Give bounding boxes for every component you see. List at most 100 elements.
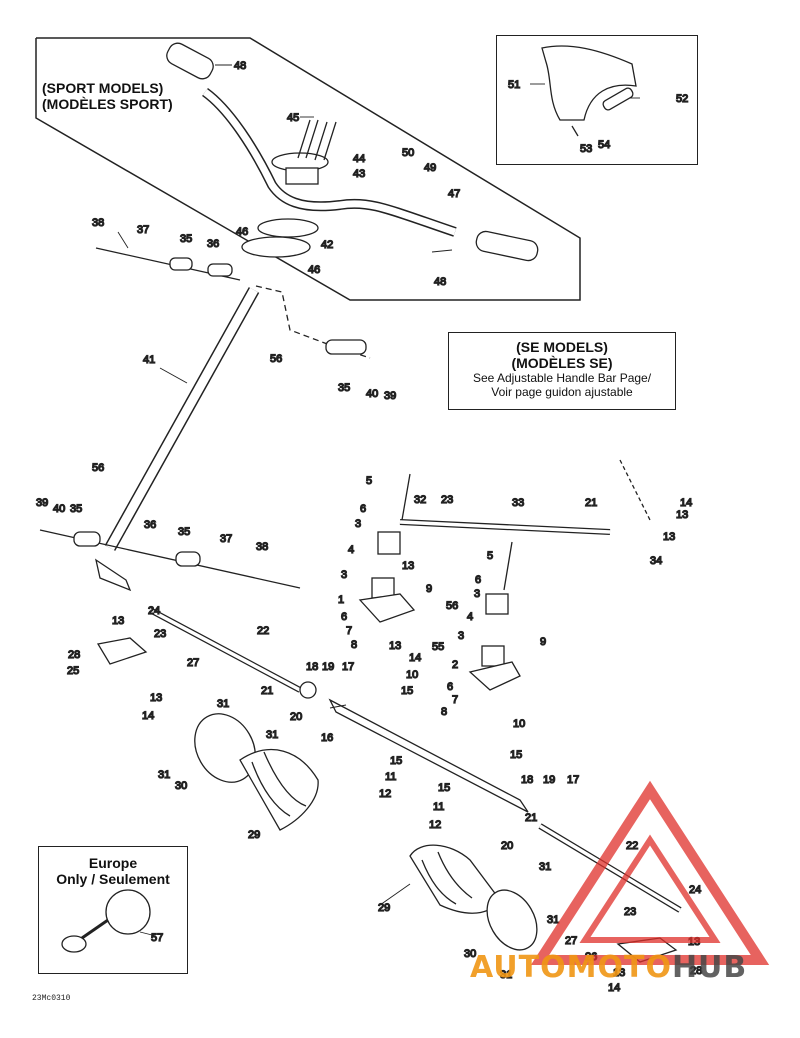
figure-code: 23Mc0310: [32, 994, 71, 1003]
callout-27: 27: [187, 657, 199, 669]
callout-16: 16: [321, 732, 333, 744]
callout-15: 15: [510, 749, 522, 761]
callout-57: 57: [151, 932, 163, 944]
callout-31: 31: [217, 698, 229, 710]
callout-41: 41: [143, 354, 155, 366]
callout-23: 23: [624, 906, 636, 918]
callout-35: 35: [178, 526, 190, 538]
steering-column: [104, 285, 371, 551]
callout-8: 8: [351, 639, 357, 651]
europe-line1: Europe: [88, 855, 138, 871]
callout-46: 46: [308, 264, 320, 276]
callout-19: 19: [322, 661, 334, 673]
callout-38: 38: [92, 217, 104, 229]
callout-3: 3: [458, 630, 464, 642]
callout-40: 40: [366, 388, 378, 400]
callout-55: 55: [432, 641, 444, 653]
callout-3: 3: [355, 518, 361, 530]
watermark-part1: AUTOMOTO: [470, 950, 672, 985]
handlebar-sport: [166, 42, 539, 262]
sport-title-line2: (MODÈLES SPORT): [42, 96, 173, 112]
callout-6: 6: [360, 503, 366, 515]
callout-50: 50: [402, 147, 414, 159]
callout-14: 14: [608, 982, 620, 994]
callout-11: 11: [433, 801, 444, 813]
callout-21: 21: [261, 685, 273, 697]
callout-23: 23: [154, 628, 166, 640]
tie-rod-33: [399, 459, 651, 535]
se-note-line1: See Adjustable Handle Bar Page/: [472, 371, 652, 385]
callout-13: 13: [663, 531, 675, 543]
callout-24: 24: [689, 884, 701, 896]
callout-36: 36: [207, 238, 219, 250]
callout-18: 18: [306, 661, 318, 673]
callout-44: 44: [353, 153, 365, 165]
callout-15: 15: [438, 782, 450, 794]
callout-51: 51: [508, 79, 520, 91]
callout-6: 6: [341, 611, 347, 623]
callout-37: 37: [220, 533, 232, 545]
callout-7: 7: [452, 694, 458, 706]
callout-10: 10: [513, 718, 525, 730]
europe-knob: [61, 889, 151, 953]
callout-56: 56: [92, 462, 104, 474]
callout-35: 35: [338, 382, 350, 394]
tie-rod-22-right: [538, 823, 682, 963]
callout-52: 52: [676, 93, 688, 105]
callouts: 48 45 44 43 50 49 47 51 52 53 54 38 37 3…: [35, 59, 703, 994]
europe-title: Europe Only / Seulement: [39, 855, 187, 887]
callout-43: 43: [353, 168, 365, 180]
callout-4: 4: [467, 611, 473, 623]
callout-21: 21: [525, 812, 537, 824]
callout-15: 15: [390, 755, 402, 767]
callout-13: 13: [112, 615, 124, 627]
callout-8: 8: [441, 706, 447, 718]
callout-5: 5: [487, 550, 493, 562]
callout-28: 28: [690, 965, 702, 977]
callout-30: 30: [464, 948, 476, 960]
callout-9: 9: [540, 636, 546, 648]
callout-24: 24: [148, 605, 160, 617]
callout-14: 14: [142, 710, 154, 722]
callout-23: 23: [441, 494, 453, 506]
callout-36: 36: [144, 519, 156, 531]
callout-6: 6: [475, 574, 481, 586]
callout-7: 7: [346, 625, 352, 637]
callout-12: 12: [429, 819, 441, 831]
se-title-line1: (SE MODELS): [516, 339, 608, 355]
callout-53: 53: [580, 143, 592, 155]
leader-lines: [117, 64, 640, 937]
callout-31: 31: [539, 861, 551, 873]
tie-rod-22-left: [96, 607, 317, 699]
callout-13: 13: [150, 692, 162, 704]
callout-14: 14: [680, 497, 692, 509]
callout-42: 42: [321, 239, 333, 251]
callout-37: 37: [137, 224, 149, 236]
callout-46: 46: [236, 226, 248, 238]
callout-3: 3: [341, 569, 347, 581]
callout-9: 9: [426, 583, 432, 595]
callout-48: 48: [434, 276, 446, 288]
callout-13: 13: [389, 640, 401, 652]
callout-31: 31: [547, 914, 559, 926]
callout-38: 38: [256, 541, 268, 553]
se-note-line2: Voir page guidon ajustable: [491, 385, 633, 399]
callout-20: 20: [290, 711, 302, 723]
callout-28: 28: [68, 649, 80, 661]
callout-17: 17: [567, 774, 579, 786]
callout-29: 29: [378, 902, 390, 914]
callout-2: 2: [452, 659, 458, 671]
callout-54: 54: [598, 139, 610, 151]
callout-1: 1: [338, 594, 344, 606]
drag-link-16: [328, 698, 529, 813]
callout-13: 13: [402, 560, 414, 572]
callout-40: 40: [53, 503, 65, 515]
callout-6: 6: [447, 681, 453, 693]
callout-32: 32: [414, 494, 426, 506]
callout-49: 49: [424, 162, 436, 174]
callout-39: 39: [36, 497, 48, 509]
callout-29: 29: [248, 829, 260, 841]
callout-31: 31: [500, 969, 512, 981]
